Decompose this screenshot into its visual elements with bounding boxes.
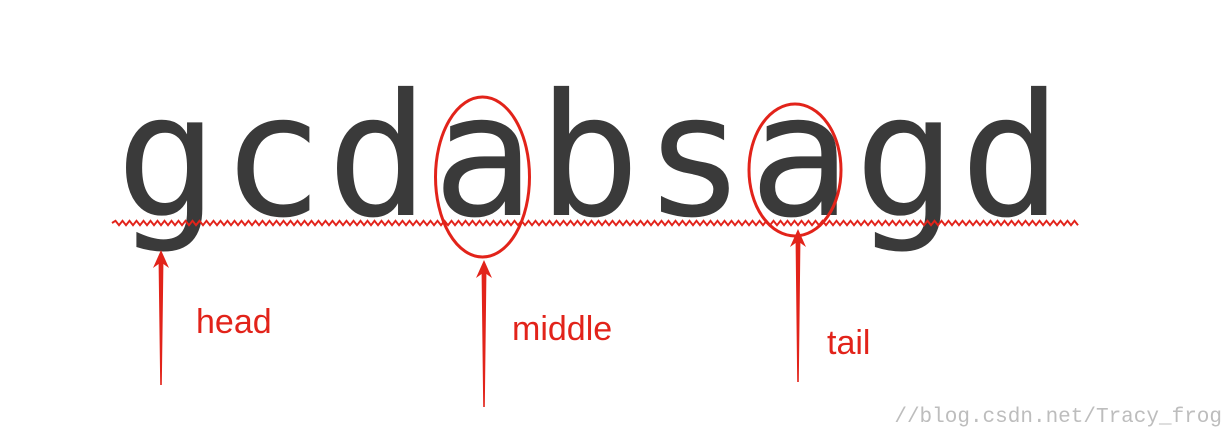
- letter-7: g: [854, 58, 956, 256]
- arrow-tail: [790, 229, 806, 382]
- watermark-text: //blog.csdn.net/Tracy_frog: [894, 406, 1222, 429]
- highlight-circle-0: [434, 95, 531, 259]
- letter-6: a: [749, 58, 851, 256]
- wavy-baseline: [111, 219, 1079, 227]
- pointer-arrows: head middle tail: [153, 229, 870, 407]
- pointer-head: head: [153, 250, 272, 385]
- pointer-label-head: head: [196, 303, 272, 341]
- pointer-middle: middle: [476, 260, 612, 407]
- pointer-label-tail: tail: [827, 324, 870, 362]
- letter-5: s: [643, 58, 745, 256]
- pointer-label-middle: middle: [512, 310, 612, 348]
- arrow-head: [153, 250, 169, 385]
- pointer-tail: tail: [790, 229, 870, 382]
- letter-8: d: [960, 58, 1062, 256]
- arrow-middle: [476, 260, 492, 407]
